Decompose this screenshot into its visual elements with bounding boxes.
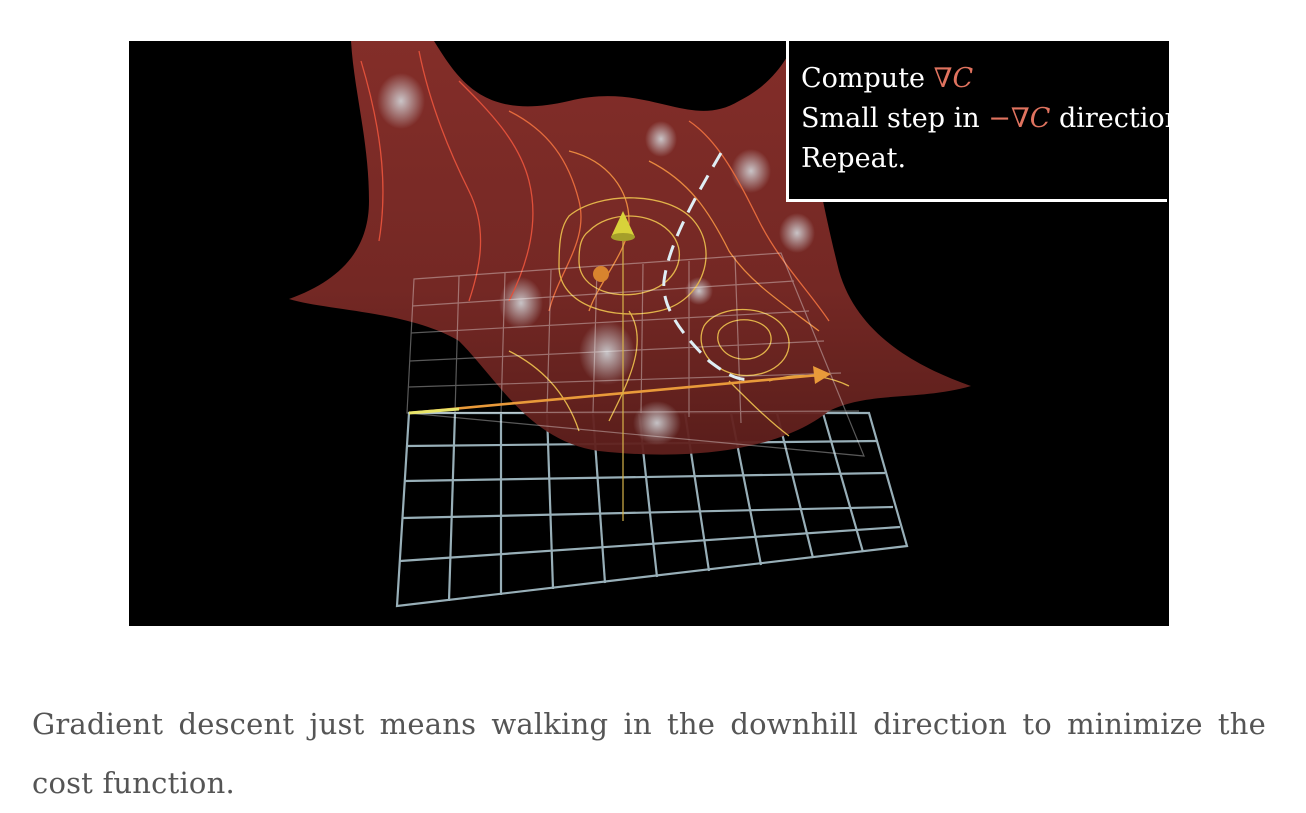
descent-path [662, 152, 752, 381]
figure-caption: Gradient descent just means walking in t… [32, 707, 1266, 800]
z-axis-cone-icon [611, 211, 635, 237]
algorithm-step-small-step: Small step in −∇C direction [789, 99, 1169, 139]
gradient-descent-figure: Compute ∇C Small step in −∇C direction R… [129, 41, 1169, 626]
direction-label: direction [1050, 103, 1169, 134]
compute-label: Compute [801, 63, 934, 94]
axes [408, 211, 831, 521]
gradient-symbol: ∇C [933, 63, 974, 94]
repeat-label: Repeat. [801, 143, 907, 174]
negative-gradient-symbol: −∇C [988, 103, 1051, 134]
x-axis-arrowhead-icon [813, 366, 831, 384]
surface-grid [406, 252, 865, 457]
algorithm-step-repeat: Repeat. [789, 139, 1167, 179]
ball-marker-icon [593, 266, 609, 282]
algorithm-step-compute: Compute ∇C [789, 59, 1167, 99]
small-step-label: Small step in [801, 103, 989, 134]
algorithm-box: Compute ∇C Small step in −∇C direction R… [786, 41, 1169, 202]
